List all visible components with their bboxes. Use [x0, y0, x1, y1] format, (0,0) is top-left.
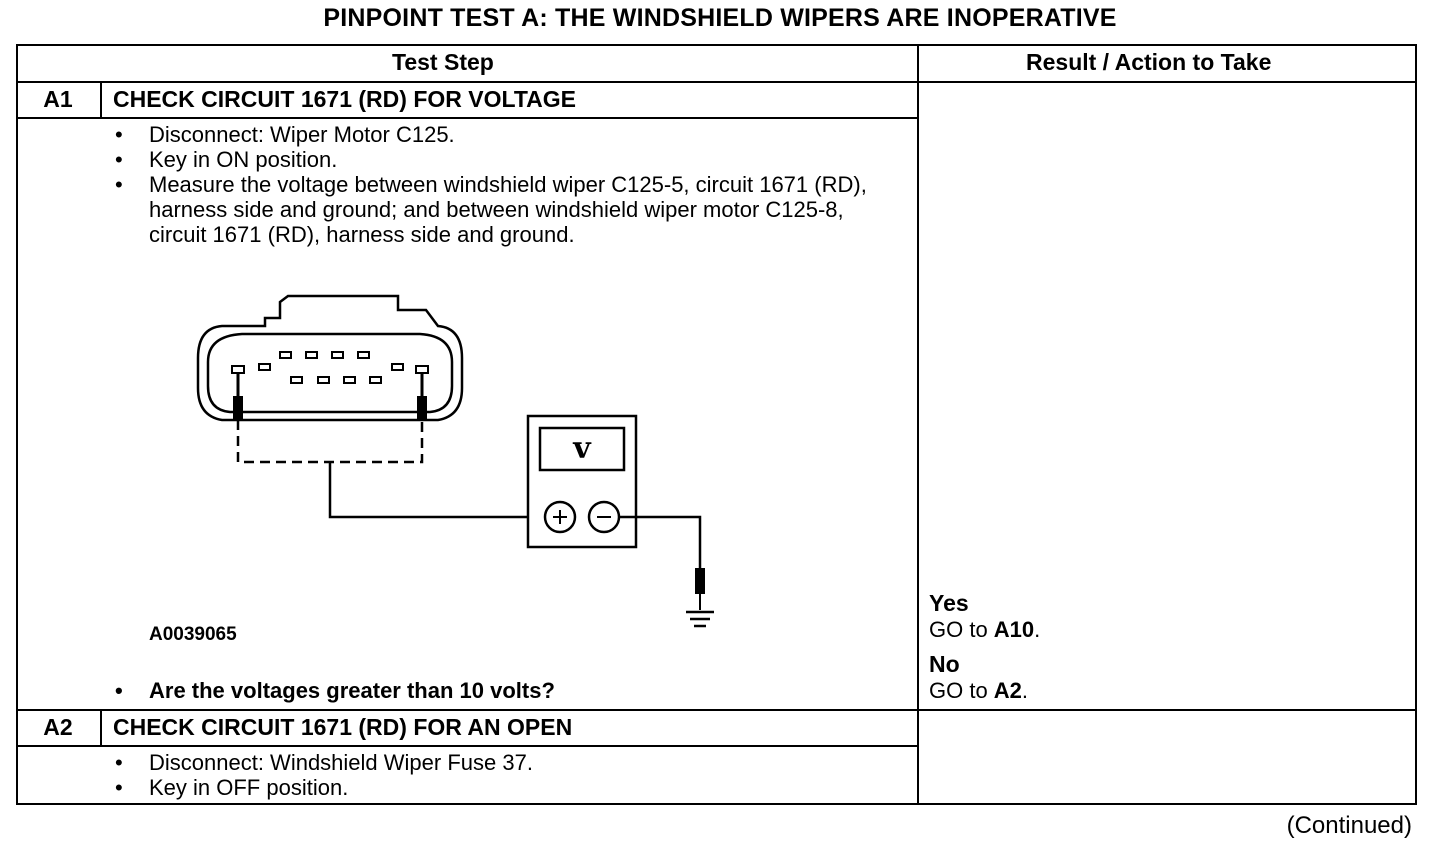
result-yes-action: GO to A10.	[929, 617, 1040, 643]
connector-inner	[206, 332, 454, 414]
ground-probe	[695, 568, 705, 594]
a1-id-divider	[100, 81, 102, 118]
a2-title-divider	[18, 745, 918, 747]
result-no-target: A2	[993, 678, 1022, 703]
a1-instructions: Disconnect: Wiper Motor C125. Key in ON …	[113, 122, 893, 247]
result-yes-action-suffix: .	[1034, 617, 1041, 642]
result-no-action-suffix: .	[1021, 678, 1029, 703]
connector-voltmeter-diagram: v	[196, 294, 714, 628]
a2-id-divider	[100, 709, 102, 746]
a1-instruction-2: Key in ON position.	[113, 147, 893, 172]
ground-icon	[686, 610, 714, 628]
a1-question: Are the voltages greater than 10 volts?	[113, 678, 893, 703]
column-divider	[917, 46, 919, 803]
result-no-action-prefix: GO to	[929, 678, 994, 703]
probe-tip-right	[417, 396, 427, 420]
a1-instruction-3: Measure the voltage between windshield w…	[113, 172, 893, 247]
a2-instruction-2: Key in OFF position.	[113, 775, 893, 800]
pin	[331, 351, 344, 359]
page-title: PINPOINT TEST A: THE WINDSHIELD WIPERS A…	[323, 4, 1117, 32]
test-step-header: Test Step	[392, 49, 494, 75]
voltmeter-display	[538, 426, 626, 472]
step-id-a2: A2	[43, 714, 73, 740]
result-yes-label: Yes	[929, 590, 969, 616]
pin	[369, 376, 382, 384]
negative-lead	[619, 515, 702, 570]
pin	[391, 363, 404, 371]
positive-lead	[328, 462, 548, 519]
pin	[343, 376, 356, 384]
probe-tip-left	[233, 396, 243, 420]
result-yes-target: A10	[993, 617, 1035, 642]
result-yes-action-prefix: GO to	[929, 617, 994, 642]
result-no-label: No	[929, 651, 960, 677]
result-no-action: GO to A2.	[929, 678, 1028, 704]
pin	[305, 351, 318, 359]
pin-8	[415, 365, 429, 374]
pin	[317, 376, 330, 384]
a2-instruction-1: Disconnect: Windshield Wiper Fuse 37.	[113, 750, 893, 775]
pin	[279, 351, 292, 359]
a1-question-text: Are the voltages greater than 10 volts?	[113, 678, 893, 703]
pin	[357, 351, 370, 359]
header-divider	[18, 81, 1415, 83]
pin	[290, 376, 303, 384]
a1-title-divider	[18, 117, 918, 119]
result-header: Result / Action to Take	[1026, 49, 1272, 75]
continued-note: (Continued)	[1286, 812, 1412, 839]
dashed-jumper	[236, 420, 424, 464]
step-title-a1: CHECK CIRCUIT 1671 (RD) FOR VOLTAGE	[113, 86, 577, 112]
step-id-a1: A1	[43, 86, 73, 112]
connector-body	[196, 294, 464, 422]
step-divider	[18, 709, 1415, 711]
figure-id: A0039065	[149, 624, 237, 645]
a2-instructions: Disconnect: Windshield Wiper Fuse 37. Ke…	[113, 750, 893, 800]
step-title-a2: CHECK CIRCUIT 1671 (RD) FOR AN OPEN	[113, 714, 573, 740]
voltmeter-symbol: v	[572, 431, 592, 466]
pin-5	[231, 365, 245, 374]
pinpoint-test-table	[16, 44, 1417, 805]
pin	[258, 363, 271, 371]
a1-instruction-1: Disconnect: Wiper Motor C125.	[113, 122, 893, 147]
